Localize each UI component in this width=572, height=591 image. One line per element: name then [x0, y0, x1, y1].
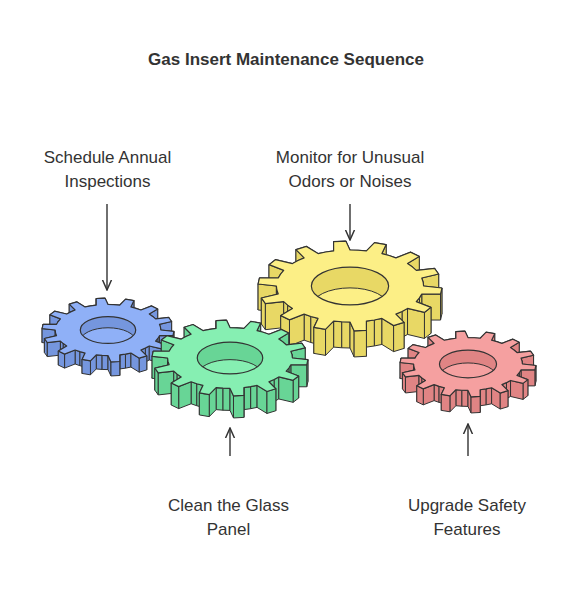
- gear-side: [334, 321, 342, 348]
- leader-arrow: [106, 204, 107, 290]
- gear-side: [500, 391, 508, 409]
- gear-side: [342, 322, 350, 348]
- gear-side: [366, 320, 374, 347]
- gear-side: [216, 388, 223, 411]
- gear-hole-rim: [311, 267, 388, 305]
- gear-side: [199, 393, 209, 417]
- gear-side: [374, 318, 382, 346]
- gear-side: [281, 316, 290, 346]
- gear-side: [191, 382, 197, 406]
- gear-label: Upgrade Safety Features: [394, 494, 540, 542]
- gear-face: [152, 320, 308, 396]
- gear-hole-rim: [439, 350, 496, 378]
- gear-hole-rim: [80, 317, 135, 344]
- gear-side: [171, 383, 178, 409]
- gear-face: [258, 241, 442, 331]
- gear-shape: [396, 327, 540, 417]
- gear-hole-wall: [197, 360, 263, 392]
- gear-hole-wall: [80, 328, 135, 355]
- gear-side: [267, 389, 276, 414]
- gear-face: [400, 331, 536, 397]
- gear-side: [462, 390, 468, 406]
- gear-side: [314, 327, 326, 355]
- leader-arrow: [229, 428, 230, 456]
- gear-side: [279, 377, 293, 402]
- gear-side: [456, 390, 462, 406]
- gear-side: [233, 395, 243, 418]
- gear-side: [125, 353, 130, 368]
- gear-side: [223, 388, 230, 410]
- gear-label: Schedule Annual Inspections: [37, 146, 178, 194]
- gear-side: [480, 389, 486, 406]
- gear-hole-rim: [197, 342, 263, 374]
- gear-side: [441, 394, 450, 411]
- gear-shape: [148, 316, 312, 422]
- gear-side: [244, 387, 251, 410]
- gear-side: [434, 385, 439, 403]
- gear-side: [102, 355, 108, 369]
- gear-side: [120, 354, 126, 369]
- gear-side: [471, 396, 480, 412]
- gear-label: Monitor for Unusual Odors or Noises: [255, 146, 445, 194]
- diagram-title: Gas Insert Maintenance Sequence: [0, 50, 572, 70]
- gear-side: [408, 308, 425, 338]
- leader-arrow: [467, 424, 468, 456]
- gear-side: [304, 314, 311, 342]
- gear-hole-wall: [311, 288, 388, 326]
- gear-side: [75, 350, 80, 366]
- gear-side: [486, 388, 492, 405]
- gear-label: Clean the Glass Panel: [145, 494, 312, 542]
- gear-side: [251, 385, 257, 408]
- gear-side: [111, 361, 120, 375]
- gear-side: [354, 330, 366, 357]
- gear-node: Clean the Glass Panel: [148, 316, 312, 422]
- gear-side: [394, 322, 404, 351]
- gear-side: [82, 359, 90, 374]
- gear-side: [96, 355, 102, 369]
- leader-arrow: [349, 204, 350, 240]
- gear-node: Upgrade Safety Features: [396, 327, 540, 417]
- gear-hole-wall: [439, 363, 496, 391]
